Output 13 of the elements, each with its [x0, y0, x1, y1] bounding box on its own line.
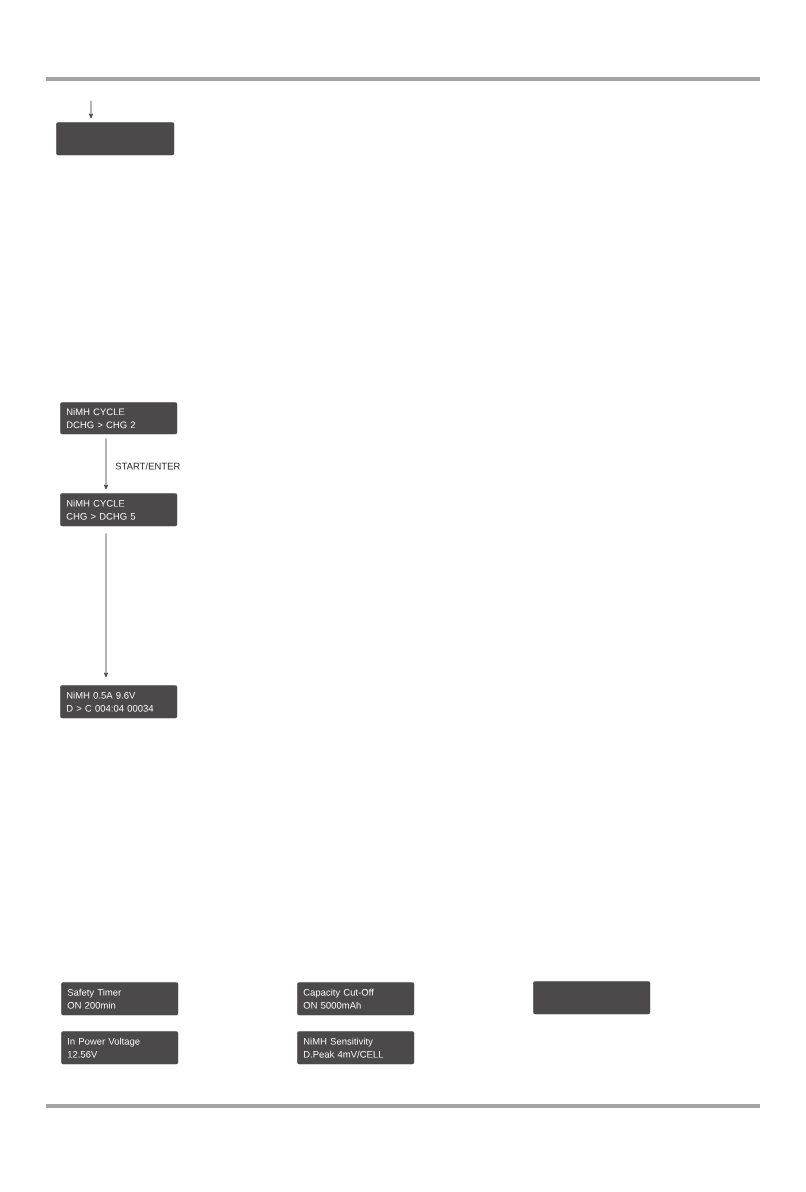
- edge-label: START/ENTER: [114, 461, 182, 471]
- display-box: NiMH Sensitivity D.Peak 4mV/CELL: [297, 1031, 415, 1065]
- arrow: [88, 100, 94, 119]
- arrow: [103, 533, 109, 678]
- arrow: [103, 438, 109, 490]
- blank-display-box: [533, 981, 651, 1015]
- display-box: Capacity Cut-Off ON 5000mAh: [297, 982, 415, 1016]
- display-box: Safety Timer ON 200min: [61, 982, 179, 1016]
- blank-display-box: [56, 122, 175, 156]
- display-box: NiMH CYCLE CHG > DCHG 5: [60, 493, 178, 527]
- display-box: In Power Voltage 12.56V: [61, 1031, 179, 1065]
- display-box: NiMH CYCLE DCHG > CHG 2: [60, 402, 178, 435]
- display-box: NiMH 0.5A 9.6V D > C 004:04 00034: [60, 685, 178, 719]
